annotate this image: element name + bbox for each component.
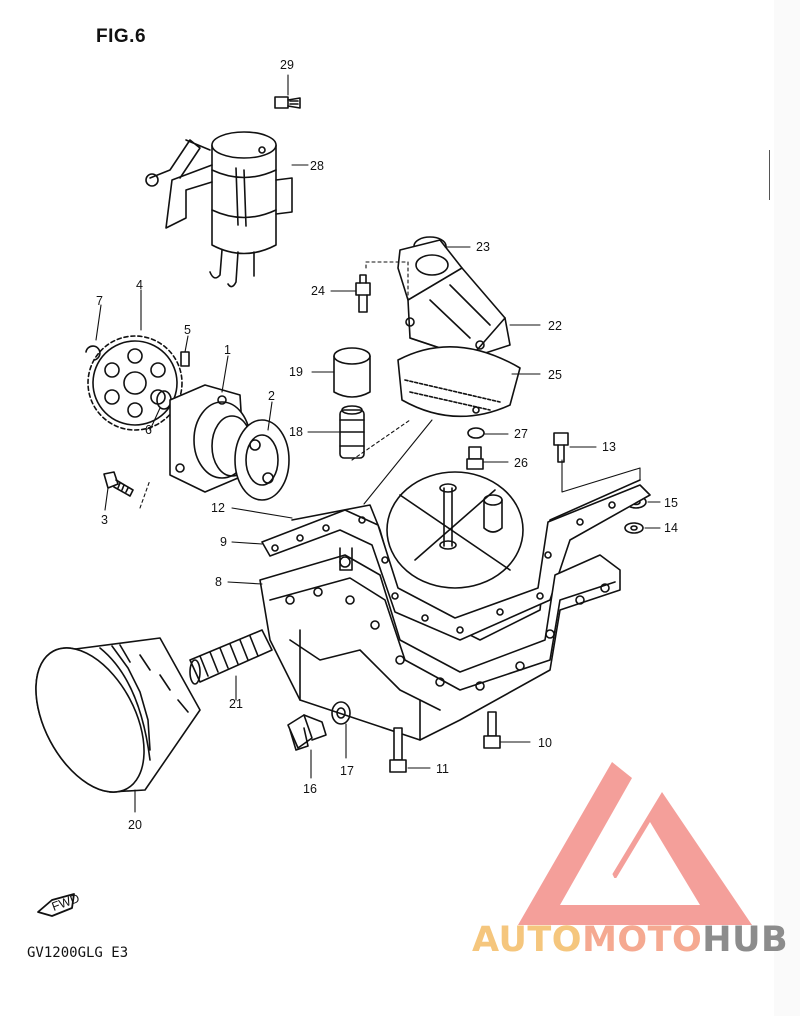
callout-15: 15 <box>664 496 678 510</box>
part-28-oil-cooler <box>145 131 293 288</box>
callout-29: 29 <box>280 58 294 72</box>
callout-2: 2 <box>268 389 275 403</box>
callout-20: 20 <box>128 818 142 832</box>
callout-13: 13 <box>602 440 616 454</box>
callout-12: 12 <box>211 501 225 515</box>
part-14-nut <box>624 522 644 534</box>
watermark-moto: MOTO <box>582 920 703 960</box>
part-8-oil-pan <box>259 547 621 741</box>
watermark-auto: AUTO <box>472 920 583 960</box>
watermark-hub: HUB <box>702 920 789 960</box>
part-24-bolt <box>355 274 371 313</box>
part-10-bolt <box>483 711 501 749</box>
callout-8: 8 <box>215 575 222 589</box>
callout-27: 27 <box>514 427 528 441</box>
part-5-pin <box>180 351 190 367</box>
part-11-bolt <box>389 727 407 773</box>
part-4-pump-gear <box>87 335 183 431</box>
part-7-circlip <box>85 345 101 361</box>
plate-strainer-base <box>386 471 524 589</box>
callout-19: 19 <box>289 365 303 379</box>
part-16-drain-plug <box>287 714 327 751</box>
callout-28: 28 <box>310 159 324 173</box>
watermark-logo-icon <box>518 762 752 925</box>
part-19-collar <box>333 347 371 398</box>
callout-labels: 1 2 3 4 5 6 7 8 9 10 11 12 13 14 15 16 1… <box>50 58 678 914</box>
callout-11: 11 <box>436 762 449 776</box>
part-3-bolt <box>103 471 134 497</box>
part-22-strainer-cover <box>397 239 511 359</box>
callout-22: 22 <box>548 319 562 333</box>
part-27-washer <box>467 427 485 439</box>
part-26-bolt <box>466 446 484 470</box>
callout-6: 6 <box>145 423 152 437</box>
callout-17: 17 <box>340 764 354 778</box>
part-20-oil-filter <box>35 637 201 793</box>
model-code: GV1200GLG E3 <box>27 945 129 961</box>
page-edge-mark <box>769 150 770 200</box>
fwd-arrow-icon <box>37 893 75 917</box>
callout-16: 16 <box>303 782 317 796</box>
part-18-relief-valve <box>339 405 365 459</box>
part-13-bolt <box>553 432 569 463</box>
callout-25: 25 <box>548 368 562 382</box>
callout-21: 21 <box>229 697 243 711</box>
callout-10: 10 <box>538 736 552 750</box>
leader-lines <box>95 74 661 813</box>
callout-7: 7 <box>96 294 103 308</box>
page-edge-strip <box>774 0 800 1016</box>
callout-1: 1 <box>224 343 231 357</box>
part-17-washer <box>331 701 351 725</box>
part-21-union-bolt <box>189 629 273 685</box>
callout-14: 14 <box>664 521 678 535</box>
figure-title: FIG.6 <box>96 26 147 47</box>
callout-3: 3 <box>101 513 108 527</box>
part-29-bolt <box>274 96 301 109</box>
callout-9: 9 <box>220 535 227 549</box>
callout-18: 18 <box>289 425 303 439</box>
part-25-oil-strainer <box>397 346 521 418</box>
callout-5: 5 <box>184 323 191 337</box>
callout-4: 4 <box>136 278 143 292</box>
callout-26: 26 <box>514 456 528 470</box>
callout-23: 23 <box>476 240 490 254</box>
callout-24: 24 <box>311 284 325 298</box>
watermark-text: AUTOMOTOHUB <box>472 920 788 960</box>
part-2-pump-cover <box>234 419 290 501</box>
part-9-pan-gasket <box>261 484 651 641</box>
